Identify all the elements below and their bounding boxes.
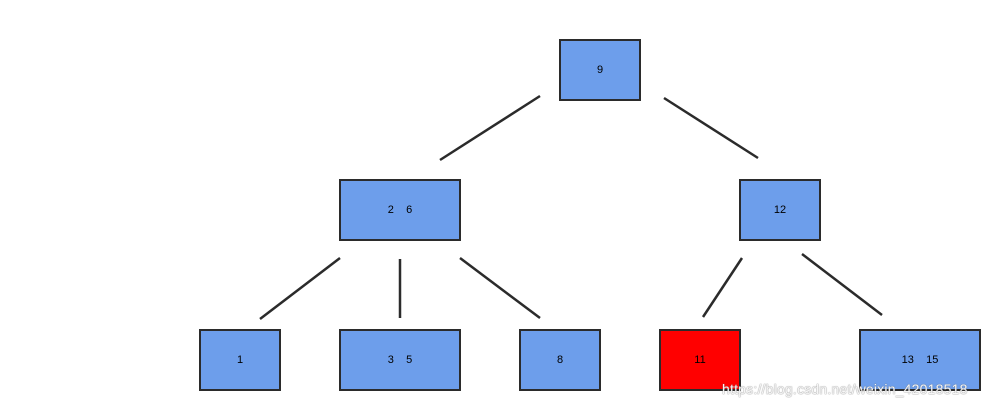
node-2-6: 2 6 xyxy=(339,179,461,241)
node-12: 12 xyxy=(739,179,821,241)
node-13-15: 13 15 xyxy=(859,329,981,391)
node-11-highlighted: 11 xyxy=(659,329,741,391)
node-1: 1 xyxy=(199,329,281,391)
node-3-5: 3 5 xyxy=(339,329,461,391)
node-8: 8 xyxy=(519,329,601,391)
edge-12-to-13-15 xyxy=(801,253,883,316)
edge-2-6-to-8 xyxy=(459,257,541,319)
edge-9-to-2-6 xyxy=(439,94,541,162)
edge-12-to-11 xyxy=(701,257,744,318)
watermark-text: https://blog.csdn.net/weixin_42018518 xyxy=(722,381,968,397)
edge-2-6-to-1 xyxy=(259,257,341,320)
node-9: 9 xyxy=(559,39,641,101)
edge-9-to-12 xyxy=(663,96,759,160)
